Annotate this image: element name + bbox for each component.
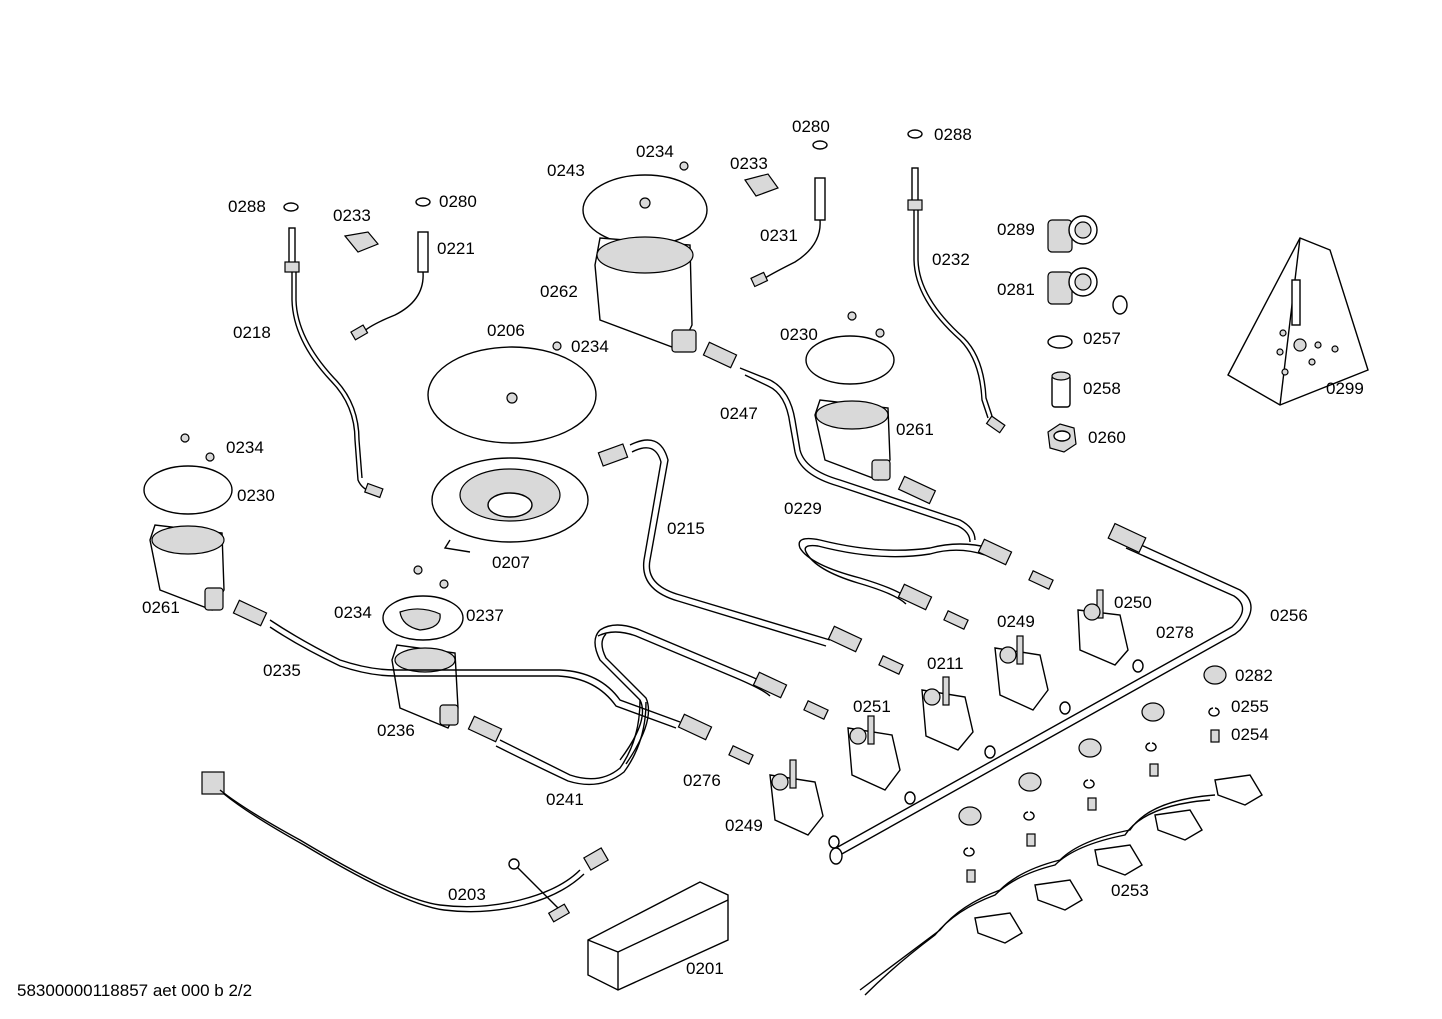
- clips-0255: [963, 707, 1220, 857]
- label-0215: 0215: [667, 519, 705, 538]
- burner-cup-0261-right: [814, 399, 891, 481]
- burner-0207: [431, 457, 589, 553]
- nut-0260: [1047, 423, 1077, 453]
- ignition-switches-0253: [859, 774, 1263, 996]
- label-0280-right: 0280: [792, 117, 830, 136]
- label-0276: 0276: [683, 771, 721, 790]
- plate-0237: [382, 565, 464, 641]
- label-0281: 0281: [997, 280, 1035, 299]
- manifold-washers: [828, 659, 1144, 849]
- pipe-0215: [597, 439, 831, 647]
- parts-bag-0299: [1227, 237, 1369, 406]
- label-0249-bottom: 0249: [725, 816, 763, 835]
- thermocouple-0218: [283, 202, 384, 499]
- label-0234-left: 0234: [226, 438, 264, 457]
- nozzles: [677, 475, 1054, 765]
- ignition-electrode-0231: [750, 140, 828, 288]
- label-0262: 0262: [540, 282, 578, 301]
- label-0236: 0236: [377, 721, 415, 740]
- label-0231: 0231: [760, 226, 798, 245]
- label-0207: 0207: [492, 553, 530, 572]
- label-0206: 0206: [487, 321, 525, 340]
- module-0201: [587, 881, 729, 991]
- ignition-electrode-0221: [350, 197, 431, 341]
- manifold-0256: [829, 522, 1252, 865]
- label-0221: 0221: [437, 239, 475, 258]
- clip-0233-left: [343, 231, 379, 253]
- gas-tap-0211: [921, 676, 974, 751]
- gas-tap-0249-bottom: [769, 759, 824, 836]
- label-0289: 0289: [997, 220, 1035, 239]
- label-0243: 0243: [547, 161, 585, 180]
- label-0241: 0241: [546, 790, 584, 809]
- label-0247: 0247: [720, 404, 758, 423]
- label-0230-right: 0230: [780, 325, 818, 344]
- label-0211: 0211: [927, 654, 964, 673]
- label-0250: 0250: [1114, 593, 1152, 612]
- springs-0254: [966, 729, 1220, 883]
- knob-bases: [958, 665, 1227, 826]
- label-0260: 0260: [1088, 428, 1126, 447]
- gas-tap-0251: [847, 715, 901, 791]
- pipe-0211: [594, 624, 776, 765]
- washer-0257: [1047, 335, 1073, 349]
- label-0201: 0201: [686, 959, 724, 978]
- label-0234-top: 0234: [636, 142, 674, 161]
- label-0257: 0257: [1083, 329, 1121, 348]
- pipe-0235: [232, 599, 681, 729]
- label-0218: 0218: [233, 323, 271, 342]
- label-0278: 0278: [1156, 623, 1194, 642]
- seal-ring: [1112, 295, 1128, 315]
- document-footer-code: 58300000118857 aet 000 b 2/2: [17, 981, 253, 1000]
- label-0261-left: 0261: [142, 598, 180, 617]
- label-0234-bottom: 0234: [334, 603, 372, 622]
- thermocouple-0232: [907, 129, 1006, 434]
- label-0233-left: 0233: [333, 206, 371, 225]
- burner-cup-0261-left: [149, 524, 225, 611]
- elbow-0289: [1047, 215, 1098, 253]
- label-0261-right: 0261: [896, 420, 934, 439]
- label-0251: 0251: [853, 697, 891, 716]
- label-0288-right: 0288: [934, 125, 972, 144]
- pipe-0229: [798, 537, 991, 605]
- plate-0230-left: [143, 433, 233, 515]
- label-0234-mid: 0234: [571, 337, 609, 356]
- elbow-0281: [1047, 267, 1098, 305]
- burner-cup-0236: [391, 644, 459, 729]
- gas-tap-0250: [1077, 589, 1129, 666]
- gas-tap-0249-top: [994, 635, 1049, 711]
- label-0282: 0282: [1235, 666, 1273, 685]
- clip-0233-right: [744, 173, 779, 197]
- label-0230-left: 0230: [237, 486, 275, 505]
- burner-cup-0262: [594, 236, 697, 353]
- label-0237: 0237: [466, 606, 504, 625]
- label-0203: 0203: [448, 885, 486, 904]
- label-0233-right: 0233: [730, 154, 768, 173]
- nozzle-0258: [1051, 371, 1071, 408]
- label-0258: 0258: [1083, 379, 1121, 398]
- cable-0203: [201, 771, 609, 923]
- plate-0243: [582, 161, 708, 246]
- pipe-0241: [467, 699, 647, 786]
- pipe-0247: [702, 341, 976, 543]
- label-0256: 0256: [1270, 606, 1308, 625]
- label-0280-left: 0280: [439, 192, 477, 211]
- label-0235: 0235: [263, 661, 301, 680]
- label-0255: 0255: [1231, 697, 1269, 716]
- label-0253: 0253: [1111, 881, 1149, 900]
- label-0232: 0232: [932, 250, 970, 269]
- label-0299: 0299: [1326, 379, 1364, 398]
- plate-0206: [427, 341, 597, 444]
- label-0254: 0254: [1231, 725, 1269, 744]
- label-0229: 0229: [784, 499, 822, 518]
- label-0288-left: 0288: [228, 197, 266, 216]
- label-0249-top: 0249: [997, 612, 1035, 631]
- plate-0230-right: [805, 311, 895, 385]
